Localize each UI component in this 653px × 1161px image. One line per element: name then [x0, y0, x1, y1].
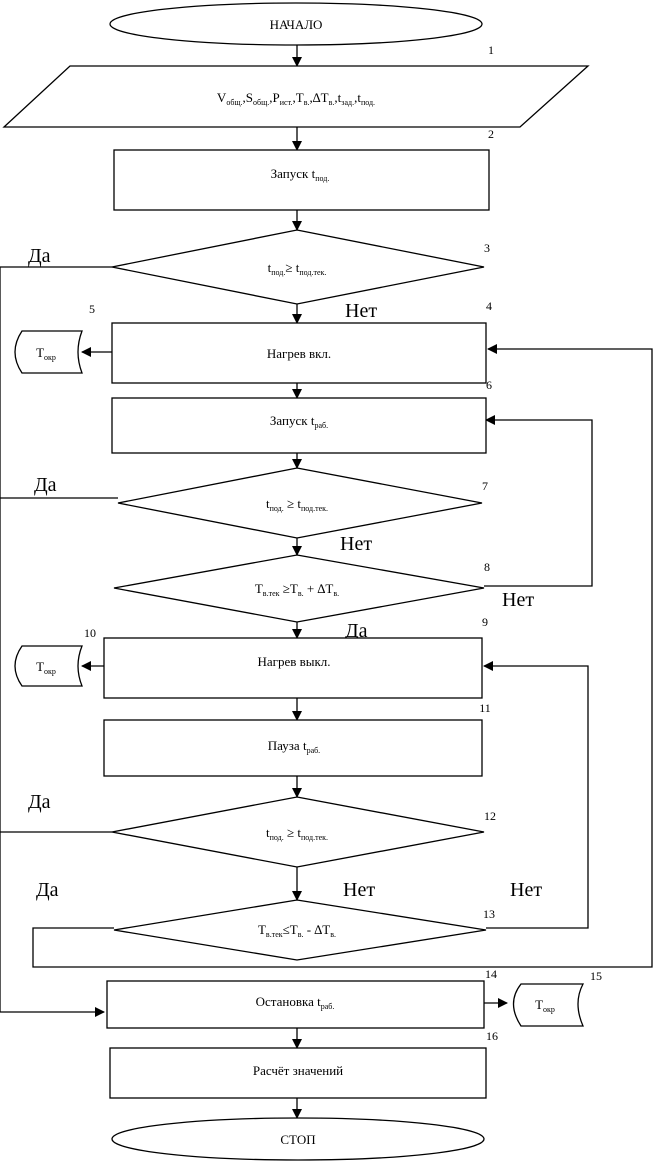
branch-yes: Да [345, 620, 368, 642]
branch-no: Нет [343, 879, 375, 901]
branch-no: Нет [510, 879, 542, 901]
display-15-label: Tокр [535, 997, 555, 1014]
node-display-15: Tокр 15 [512, 969, 602, 1027]
heat-off-label: Нагрев выкл. [257, 654, 330, 669]
branch-yes: Да [34, 474, 57, 496]
node-number: 15 [590, 969, 602, 983]
branch-no: Нет [340, 533, 372, 555]
node-number: 2 [488, 127, 494, 141]
input-params: Vобщ.,Sобщ.,Pист.,Tв.,∆Tв.,tзад.,tпод. [217, 90, 375, 107]
branch-yes: Да [28, 791, 51, 813]
node-decision-12: tпод. ≥ tпод.тек. 12 Да Нет [28, 791, 496, 901]
stop-label: СТОП [280, 1132, 315, 1147]
node-launch-prep: Запуск tпод. 2 [113, 127, 494, 211]
branch-no: Нет [502, 589, 534, 611]
node-decision-8: Tв.тек ≥Tв. + ∆Tв. 8 Да Нет [113, 554, 534, 642]
branch-yes: Да [28, 245, 51, 267]
launch-work-label: Запуск tраб. [270, 413, 328, 430]
node-stop-work: Остановка tраб. 14 [106, 967, 497, 1029]
node-number: 14 [485, 967, 497, 981]
node-number: 8 [484, 560, 490, 574]
node-display-5: Tокр 5 [14, 302, 95, 374]
stop-work-label: Остановка tраб. [256, 994, 335, 1011]
node-launch-work: Запуск tраб. 6 [111, 378, 492, 454]
node-calc: Расчёт значений 16 [109, 1029, 498, 1099]
node-number: 13 [483, 907, 495, 921]
heat-on-label: Нагрев вкл. [267, 346, 331, 361]
node-pause: Пауза tраб. 11 [103, 701, 491, 777]
node-heat-on: Нагрев вкл. 4 [111, 299, 492, 384]
node-number: 16 [486, 1029, 498, 1043]
node-stop: СТОП [111, 1117, 485, 1161]
branch-yes: Да [36, 879, 59, 901]
node-number: 10 [84, 626, 96, 640]
display-5-label: Tокр [36, 345, 56, 362]
node-number: 7 [482, 479, 488, 493]
node-number: 11 [479, 701, 491, 715]
node-decision-13: Tв.тек≤Tв. - ∆Tв. 13 Да Нет [36, 879, 542, 961]
branch-no: Нет [345, 300, 377, 322]
node-display-10: Tокр 10 [14, 626, 96, 687]
pause-label: Пауза tраб. [268, 738, 320, 755]
node-start: НАЧАЛО [109, 2, 483, 46]
node-number: 3 [484, 241, 490, 255]
node-number: 6 [486, 378, 492, 392]
node-decision-7: tпод. ≥ tпод.тек. 7 Да Нет [34, 467, 488, 555]
connectors [0, 45, 653, 1119]
display-10-label: Tокр [36, 659, 56, 676]
node-number: 9 [482, 615, 488, 629]
node-number: 4 [486, 299, 492, 313]
node-number: 12 [484, 809, 496, 823]
launch-prep-label: Запуск tпод. [271, 166, 330, 183]
node-number: 5 [89, 302, 95, 316]
node-input: Vобщ.,Sобщ.,Pист.,Tв.,∆Tв.,tзад.,tпод. 1 [2, 43, 590, 128]
node-heat-off: Нагрев выкл. 9 [103, 615, 488, 699]
start-label: НАЧАЛО [270, 17, 323, 32]
calc-label: Расчёт значений [253, 1063, 343, 1078]
node-decision-3: tпод.≥ tпод.тек. 3 Да Нет [28, 229, 490, 322]
node-number: 1 [488, 43, 494, 57]
